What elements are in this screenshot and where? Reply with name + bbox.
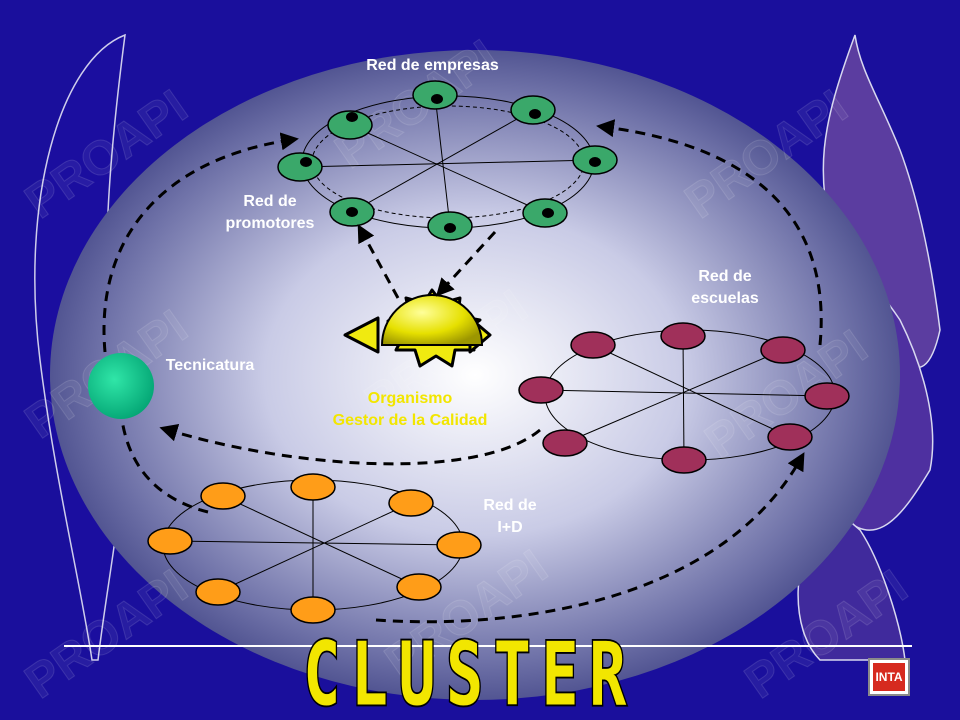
inta-logo-inner: INTA: [873, 663, 905, 691]
label-organismo: Organismo Gestor de la Calidad: [332, 390, 488, 429]
empresas-node: [412, 80, 458, 110]
empresas-node: [510, 95, 556, 125]
cluster-title-text: CLUSTER: [303, 626, 637, 720]
sun-icon: [343, 288, 492, 368]
arrow-id-to-escuelas: [375, 452, 805, 624]
empresas-network: [277, 80, 618, 241]
id-node: [388, 489, 434, 517]
escuelas-node: [661, 446, 707, 474]
flow-arrows: [102, 119, 823, 624]
escuelas-node: [518, 376, 564, 404]
id-node: [436, 531, 482, 559]
empresas-node: [522, 198, 568, 228]
escuelas-node: [804, 382, 850, 410]
id-node: [396, 573, 442, 601]
label-red-escuelas: Red de escuelas: [691, 268, 759, 307]
label-red-empresas: Red de empresas: [366, 57, 499, 74]
empresas-node: [329, 197, 375, 227]
id-network: [147, 473, 482, 624]
escuelas-node: [542, 429, 588, 457]
cluster-title: CLUSTER: [302, 626, 637, 720]
id-node: [147, 527, 193, 555]
escuelas-network: [518, 322, 850, 474]
label-red-id: Red de I+D: [483, 497, 537, 536]
escuelas-node: [760, 336, 806, 364]
id-node: [195, 578, 241, 606]
escuelas-node: [660, 322, 706, 350]
arrow-to-empresas-right: [596, 119, 823, 346]
escuelas-node: [570, 331, 616, 359]
escuelas-node: [767, 423, 813, 451]
inta-logo: INTA: [868, 658, 910, 696]
arrow-to-empresas-left: [102, 132, 299, 353]
tecnicatura-node: [88, 353, 154, 419]
arrow-escuelas-to-tecnicatura: [159, 423, 541, 466]
inta-logo-text: INTA: [875, 670, 903, 684]
arrow-sun-to-empresas: [357, 224, 400, 299]
label-tecnicatura: Tecnicatura: [165, 357, 255, 374]
cluster-oval: [50, 50, 900, 700]
id-node: [290, 596, 336, 624]
label-red-promotores: Red de promotores: [225, 193, 315, 232]
empresas-node: [427, 211, 473, 241]
empresas-node: [327, 110, 373, 140]
empresas-node: [572, 145, 618, 175]
arrow-to-sun: [435, 230, 497, 297]
id-node: [290, 473, 336, 501]
empresas-node: [277, 152, 323, 182]
id-node: [200, 482, 246, 510]
